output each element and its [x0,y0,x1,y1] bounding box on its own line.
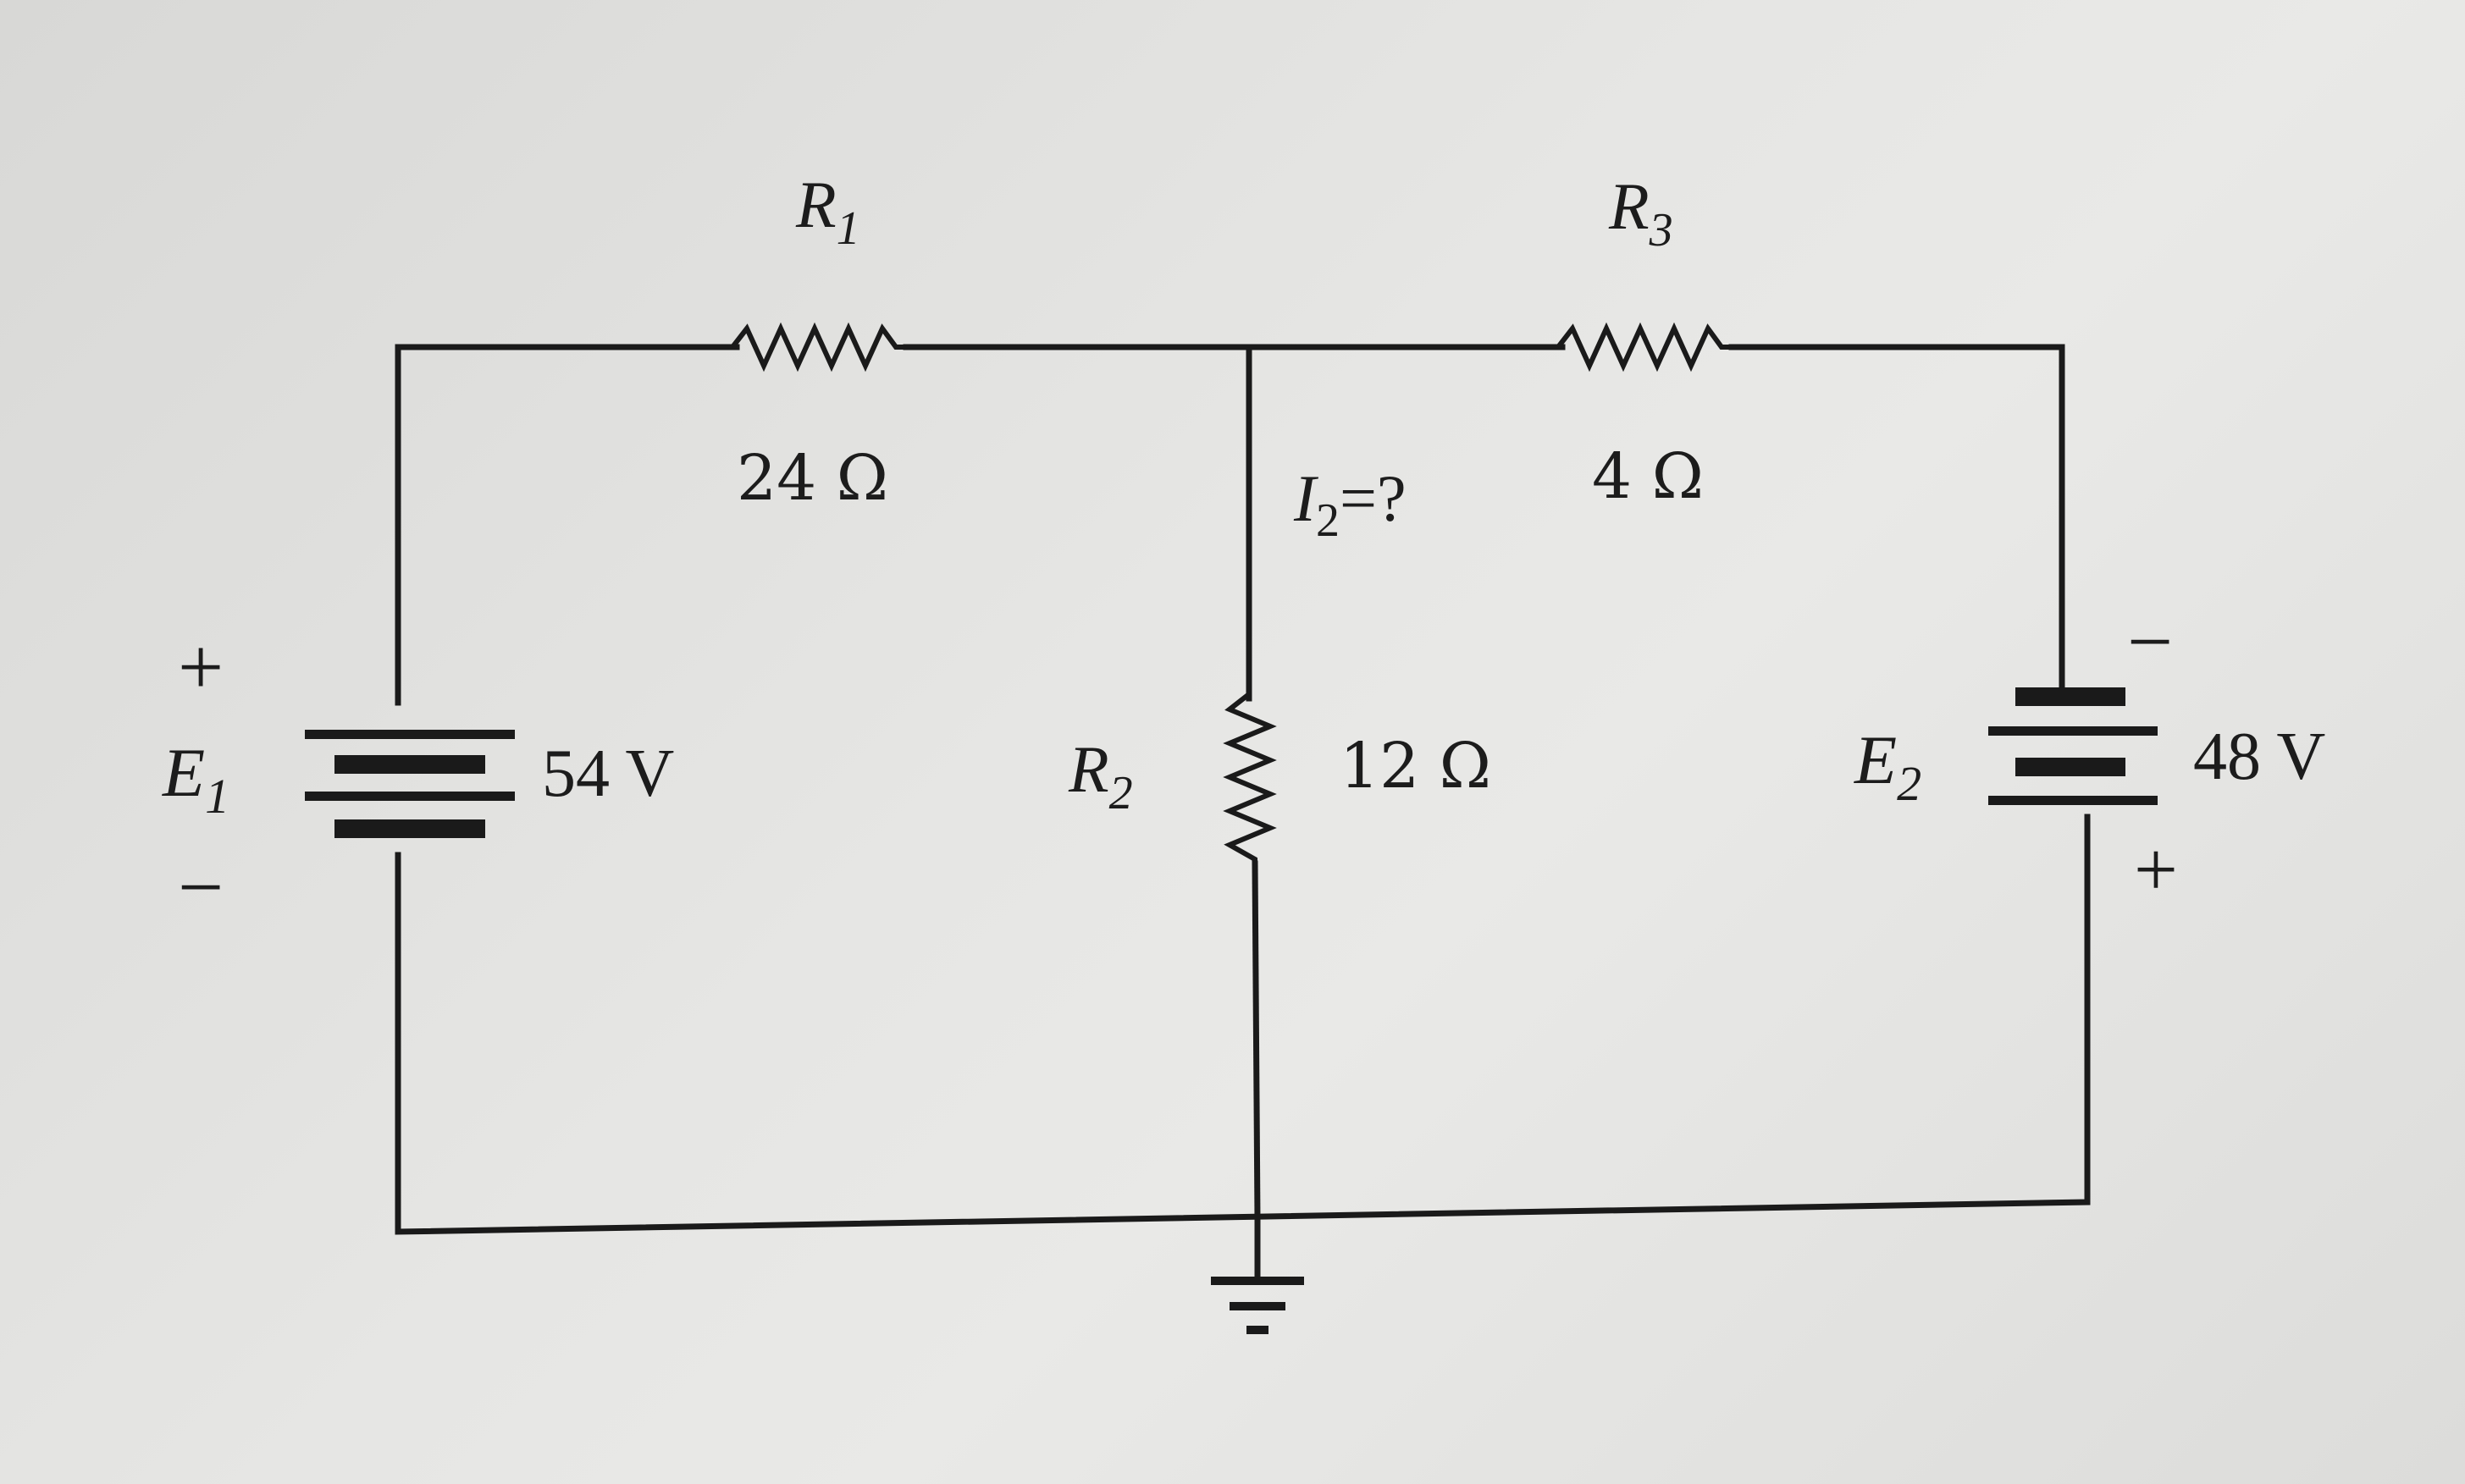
e1-minus: − [178,841,224,932]
r2-value: 12 Ω [1340,730,1491,803]
r3-label: R3 [1608,169,1673,257]
wire-top-left [395,344,740,706]
r1-value: 24 Ω [737,442,888,515]
e2-plus: + [2134,826,2178,913]
wire-left-bottom [395,814,2091,1235]
wire-top-right [1728,344,2065,689]
resistor-r3 [1556,322,1736,372]
battery-e2 [1988,687,2158,805]
e2-minus: − [2127,596,2173,687]
r1-label: R1 [795,168,860,255]
e1-label: E1 [162,734,229,824]
r2-label: R2 [1068,732,1133,819]
current-unknown-label: I2=? [1293,461,1407,547]
ground-icon [1211,1277,1304,1334]
wires [395,344,2091,1282]
e2-label: E2 [1854,721,1921,811]
e2-value: 48 V [2193,720,2325,794]
resistor-r1 [730,322,910,372]
r3-value: 4 Ω [1592,440,1704,513]
battery-e1 [305,730,515,838]
resistor-r2 [1223,692,1277,868]
e1-value: 54 V [542,736,674,811]
e1-plus: + [178,621,224,712]
wire-middle-bottom [1252,860,1261,1222]
